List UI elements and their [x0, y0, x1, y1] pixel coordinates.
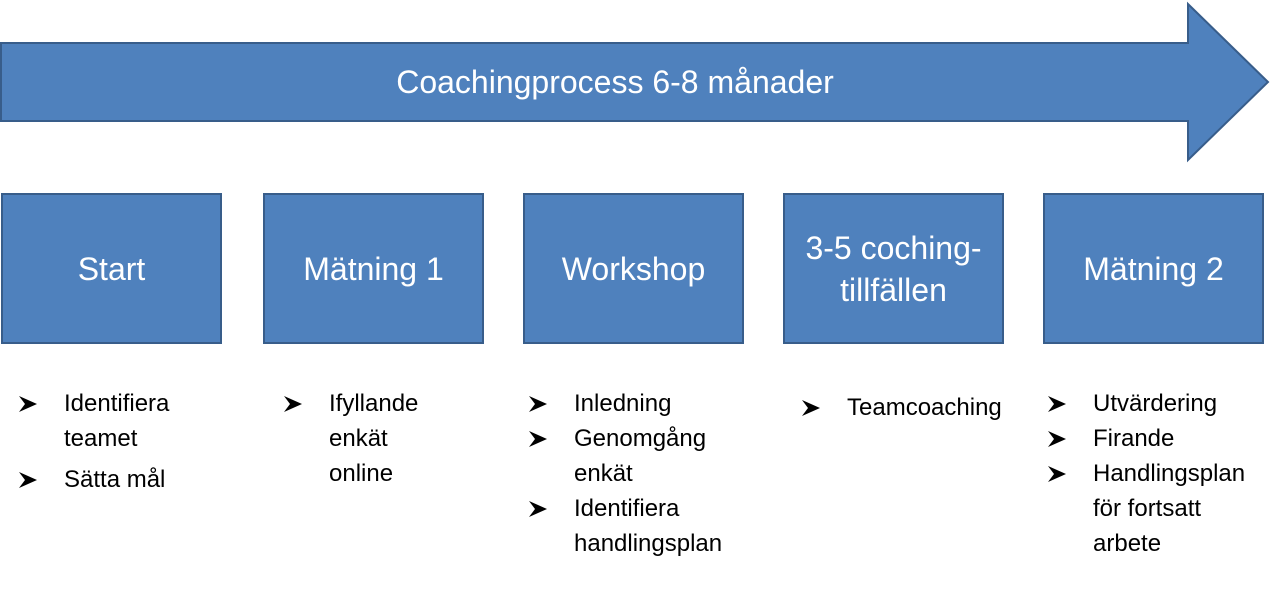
arrowhead-bullet-icon — [529, 396, 547, 412]
arrowhead-bullet-icon — [19, 396, 37, 412]
list-item: Identifiera handlingsplan — [528, 491, 753, 561]
bullet-text: Identifiera teamet — [64, 390, 170, 452]
phase-title: 3-5 coching-tillfällen — [805, 229, 982, 308]
bullet-list-start: Identifiera teamet Sätta mål — [18, 386, 238, 497]
arrowhead-bullet-icon — [1048, 431, 1066, 447]
bullet-text: Identifiera handlingsplan — [574, 495, 723, 557]
list-item: Identifiera teamet — [18, 386, 238, 456]
bullet-text: Sätta mål — [64, 466, 166, 493]
phase-box-workshop: Workshop — [523, 193, 744, 344]
list-item: Genomgång enkät — [528, 421, 753, 491]
bullet-list-matning-2: Utvärdering Firande Handlingsplan för fo… — [1047, 386, 1275, 561]
bullet-list-matning-1: Ifyllande enkät online — [283, 386, 433, 491]
phase-box-matning-2: Mätning 2 — [1043, 193, 1264, 344]
phase-title: Mätning 2 — [1083, 250, 1224, 287]
list-item: Sätta mål — [18, 462, 238, 497]
phase-title: Workshop — [561, 250, 706, 287]
arrowhead-bullet-icon — [802, 400, 820, 416]
bullet-text: Utvärdering — [1093, 390, 1218, 417]
process-arrow-label: Coachingprocess 6-8 månader — [396, 64, 834, 100]
process-arrow — [0, 1, 1270, 163]
bullet-text: Teamcoaching — [847, 394, 1002, 421]
process-arrow-shape — [0, 1, 1270, 163]
list-item: Firande — [1047, 421, 1275, 456]
arrowhead-bullet-icon — [19, 472, 37, 488]
phase-box-start: Start — [1, 193, 222, 344]
list-item: Inledning — [528, 386, 753, 421]
phase-title: Mätning 1 — [303, 250, 444, 287]
bullet-text: Ifyllande enkät online — [329, 390, 419, 487]
bullet-text: Firande — [1093, 425, 1175, 452]
list-item: Handlingsplan för fortsatt arbete — [1047, 456, 1275, 561]
bullet-list-coaching-sessions: Teamcoaching — [801, 390, 1031, 425]
list-item: Teamcoaching — [801, 390, 1031, 425]
bullet-text: Genomgång enkät — [574, 425, 707, 487]
arrowhead-bullet-icon — [529, 501, 547, 517]
bullet-list-workshop: Inledning Genomgång enkät Identifiera ha… — [528, 386, 753, 561]
arrowhead-bullet-icon — [1048, 396, 1066, 412]
arrowhead-bullet-icon — [1048, 466, 1066, 482]
phase-box-coaching-sessions: 3-5 coching-tillfällen — [783, 193, 1004, 344]
list-item: Utvärdering — [1047, 386, 1275, 421]
phase-title: Start — [77, 250, 146, 287]
bullet-text: Handlingsplan för fortsatt arbete — [1093, 460, 1246, 557]
arrowhead-bullet-icon — [284, 396, 302, 412]
phase-box-matning-1: Mätning 1 — [263, 193, 484, 344]
bullet-text: Inledning — [574, 390, 672, 417]
arrowhead-bullet-icon — [529, 431, 547, 447]
list-item: Ifyllande enkät online — [283, 386, 433, 491]
